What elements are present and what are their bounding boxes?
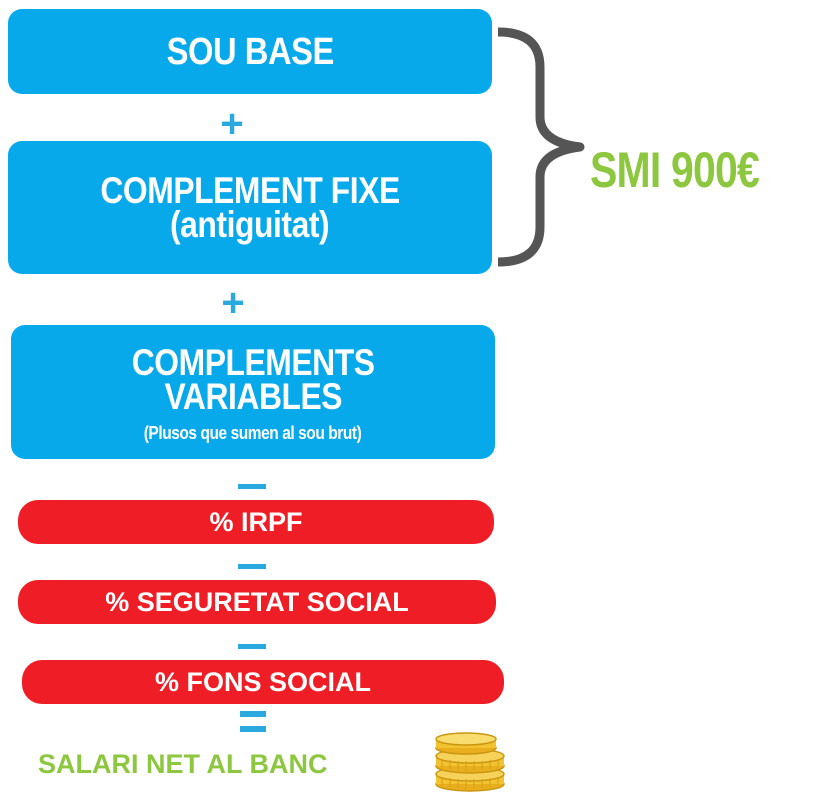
box-complements-variables: COMPLEMENTS VARIABLES (Plusos que sumen … xyxy=(11,325,495,459)
box-complements-variables-note: (Plusos que sumen al sou brut) xyxy=(144,423,362,443)
box-irpf-label: % IRPF xyxy=(209,506,303,537)
plus-operator: + xyxy=(220,102,244,146)
minus-operator xyxy=(238,644,266,649)
curly-brace-icon xyxy=(497,27,585,267)
box-irpf: % IRPF xyxy=(18,500,494,544)
equals-operator xyxy=(240,711,266,733)
box-complements-variables-title-line2: VARIABLES xyxy=(164,376,342,417)
box-fons-social-label: % FONS SOCIAL xyxy=(154,666,371,697)
coins-icon xyxy=(435,732,505,792)
minus-operator xyxy=(238,484,266,489)
box-sou-base-label: SOU BASE xyxy=(166,30,334,73)
box-complement-fixe-title: COMPLEMENT FIXE xyxy=(100,169,400,211)
box-sou-base: SOU BASE xyxy=(8,9,492,94)
box-seguretat-social: % SEGURETAT SOCIAL xyxy=(18,580,496,624)
minus-operator xyxy=(238,564,266,569)
plus-operator: + xyxy=(221,281,245,325)
box-complements-variables-title-line1: COMPLEMENTS xyxy=(131,342,375,383)
box-seguretat-social-label: % SEGURETAT SOCIAL xyxy=(105,586,409,617)
result-label: SALARI NET AL BANC xyxy=(38,749,328,779)
box-fons-social: % FONS SOCIAL xyxy=(22,660,504,704)
box-complement-fixe: COMPLEMENT FIXE (antiguitat) xyxy=(8,141,492,274)
box-complement-fixe-subtitle: (antiguitat) xyxy=(170,203,330,245)
smi-label: SMI 900€ xyxy=(590,142,760,198)
